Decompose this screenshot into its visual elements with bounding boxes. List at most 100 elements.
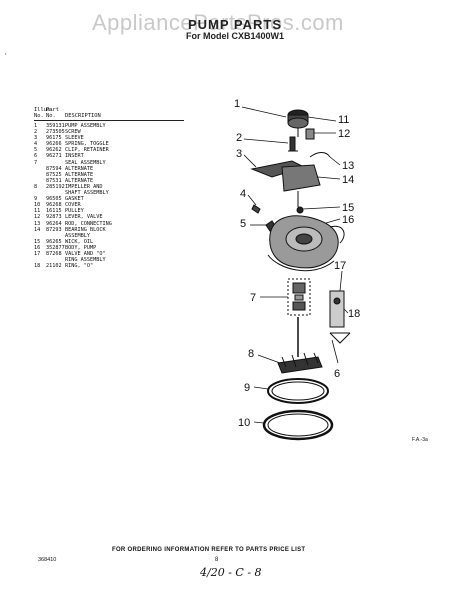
callout-9: 9 bbox=[244, 382, 250, 394]
callout-5: 5 bbox=[240, 218, 246, 230]
part-description: SEAL ASSEMBLY bbox=[65, 159, 106, 166]
part-number: 96265 bbox=[46, 238, 62, 245]
illus-number: 6 bbox=[34, 153, 38, 160]
callout-11: 11 bbox=[338, 114, 349, 126]
part-number: 96268 bbox=[46, 202, 62, 209]
illus-number: 10 bbox=[34, 202, 41, 209]
part-description: IMPELLER AND bbox=[65, 183, 103, 190]
illus-number: 3 bbox=[34, 135, 38, 142]
part-description: PULLEY bbox=[65, 208, 84, 215]
impeller-part bbox=[277, 317, 323, 374]
part-number: 273505 bbox=[46, 129, 65, 136]
part-description: RING, "O" bbox=[65, 263, 94, 270]
part-description: BEARING BLOCK bbox=[65, 226, 106, 233]
part-number: 285192 bbox=[46, 183, 65, 190]
gasket-inner-edge bbox=[271, 381, 325, 401]
illus-number: 7 bbox=[34, 159, 38, 166]
cover-part bbox=[262, 409, 334, 441]
part-description: INSERT bbox=[65, 153, 84, 160]
callout-17: 17 bbox=[334, 260, 346, 272]
pump-exploded-diagram: 1 2 3 4 5 6 7 8 9 10 11 12 13 14 15 16 1… bbox=[234, 98, 360, 441]
illus-number: 8 bbox=[34, 183, 38, 190]
callout-14: 14 bbox=[342, 174, 354, 186]
illus-number: 18 bbox=[34, 263, 41, 270]
callout-4: 4 bbox=[240, 188, 246, 200]
callout-7: 7 bbox=[250, 292, 256, 304]
callout-8: 8 bbox=[248, 348, 254, 360]
header-part: Part bbox=[46, 107, 59, 113]
seal-assembly-part bbox=[287, 278, 311, 316]
part-number: 352877 bbox=[46, 244, 65, 251]
header-description: DESCRIPTION bbox=[65, 113, 101, 119]
part-description: ALTERNATE bbox=[65, 171, 94, 178]
table-row: RING ASSEMBLY bbox=[34, 257, 184, 263]
illus-number: 17 bbox=[34, 250, 41, 257]
illus-number: 2 bbox=[34, 129, 38, 136]
part-description: CLIP, RETAINER bbox=[65, 147, 109, 154]
callout-2: 2 bbox=[236, 132, 242, 144]
callout-16: 16 bbox=[342, 214, 354, 226]
part-description: COVER bbox=[65, 202, 81, 209]
part-description: SCREW bbox=[65, 129, 81, 136]
document-code: 368410 bbox=[38, 557, 57, 563]
part-description: SLEEVE bbox=[65, 135, 84, 142]
part-description: VALVE AND "O" bbox=[65, 250, 106, 257]
callout-6: 6 bbox=[334, 368, 340, 380]
part-number: 96262 bbox=[46, 147, 62, 154]
part-number: 87594 bbox=[46, 165, 62, 172]
table-header-row-1: Illus. Part bbox=[34, 107, 184, 113]
part-description: LEVER, VALVE bbox=[65, 214, 103, 221]
illus-number: 13 bbox=[34, 220, 41, 227]
illus-number: 12 bbox=[34, 214, 41, 221]
callout-18: 18 bbox=[348, 308, 360, 320]
callout-10: 10 bbox=[238, 417, 250, 429]
spring-part bbox=[251, 204, 261, 214]
part-number: 87525 bbox=[46, 171, 62, 178]
valve-lever-part bbox=[305, 128, 315, 140]
table-header-row-2: No. No. DESCRIPTION bbox=[34, 113, 184, 121]
part-description: WICK, OIL bbox=[65, 238, 94, 245]
part-description: ROD, CONNECTING bbox=[65, 220, 112, 227]
part-number: 359131 bbox=[46, 123, 65, 129]
illus-number: 4 bbox=[34, 141, 38, 148]
part-number: 96266 bbox=[46, 141, 62, 148]
connecting-rod-part bbox=[309, 152, 331, 158]
part-number: 87293 bbox=[46, 226, 62, 233]
header-no: No. bbox=[34, 113, 44, 119]
screw-part bbox=[288, 136, 298, 152]
part-number: 16115 bbox=[46, 208, 62, 215]
corner-mark: ' bbox=[5, 52, 7, 61]
leader-lines bbox=[241, 106, 349, 424]
oil-wick-part bbox=[296, 206, 304, 214]
ordering-note: FOR ORDERING INFORMATION REFER TO PARTS … bbox=[112, 547, 306, 553]
part-description: SHAFT ASSEMBLY bbox=[65, 190, 109, 197]
part-number: 96264 bbox=[46, 220, 62, 227]
illus-number: 15 bbox=[34, 238, 41, 245]
callout-15: 15 bbox=[342, 202, 354, 214]
part-description: BODY, PUMP bbox=[65, 244, 97, 251]
cover-inner-edge bbox=[267, 413, 329, 437]
valve-assembly-part bbox=[329, 290, 351, 344]
part-description: PUMP ASSEMBLY bbox=[65, 123, 106, 129]
part-number: 21102 bbox=[46, 263, 62, 270]
part-number: 87268 bbox=[46, 250, 62, 257]
watermark: AppliancePartsPros.com bbox=[92, 10, 344, 35]
table-row: 7 SEAL ASSEMBLY bbox=[34, 160, 184, 166]
callout-12: 12 bbox=[338, 128, 350, 140]
illus-number: 9 bbox=[34, 196, 38, 203]
